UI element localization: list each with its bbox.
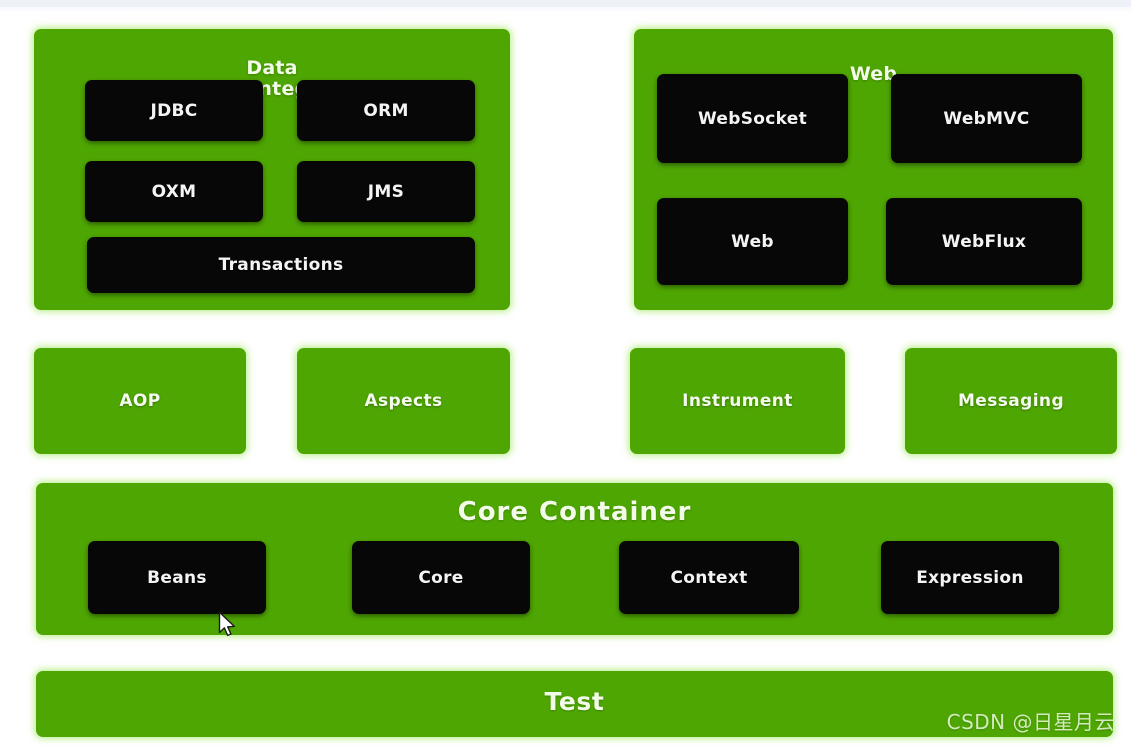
module-aspects-label: Aspects: [364, 391, 443, 411]
module-webmvc[interactable]: WebMVC: [891, 74, 1082, 163]
module-webmvc-label: WebMVC: [943, 108, 1030, 129]
module-webflux[interactable]: WebFlux: [886, 198, 1082, 285]
module-jms[interactable]: JMS: [297, 161, 475, 222]
module-transactions-label: Transactions: [218, 255, 344, 275]
module-context-label: Context: [670, 567, 748, 588]
module-oxm-label: OXM: [151, 181, 197, 202]
module-oxm[interactable]: OXM: [85, 161, 263, 222]
panel-test-title: Test: [544, 687, 605, 716]
module-messaging[interactable]: Messaging: [905, 348, 1117, 454]
module-aop[interactable]: AOP: [34, 348, 246, 454]
module-instrument-label: Instrument: [682, 391, 793, 411]
panel-test[interactable]: Test: [36, 671, 1113, 737]
module-webflux-label: WebFlux: [941, 231, 1027, 252]
module-core[interactable]: Core: [352, 541, 530, 614]
module-websocket[interactable]: WebSocket: [657, 74, 848, 163]
module-aop-label: AOP: [119, 391, 161, 411]
module-messaging-label: Messaging: [957, 391, 1065, 411]
module-aspects[interactable]: Aspects: [297, 348, 510, 454]
panel-core-container-title: Core Container: [457, 497, 692, 527]
module-instrument[interactable]: Instrument: [630, 348, 845, 454]
module-expression-label: Expression: [916, 567, 1024, 588]
module-beans[interactable]: Beans: [88, 541, 266, 614]
module-context[interactable]: Context: [619, 541, 799, 614]
module-orm[interactable]: ORM: [297, 80, 475, 141]
top-chrome-strip: [0, 0, 1131, 7]
module-expression[interactable]: Expression: [881, 541, 1059, 614]
module-websocket-label: WebSocket: [697, 108, 808, 129]
module-beans-label: Beans: [147, 567, 207, 588]
module-jms-label: JMS: [367, 181, 405, 202]
module-orm-label: ORM: [363, 100, 409, 121]
module-transactions[interactable]: Transactions: [87, 237, 475, 293]
module-jdbc-label: JDBC: [150, 100, 198, 121]
module-core-label: Core: [418, 567, 464, 588]
module-web[interactable]: Web: [657, 198, 848, 285]
module-web-label: Web: [731, 231, 774, 252]
module-jdbc[interactable]: JDBC: [85, 80, 263, 141]
panel-data-access-title-line1: Data: [246, 57, 298, 79]
top-chrome-fade: [0, 7, 1131, 13]
